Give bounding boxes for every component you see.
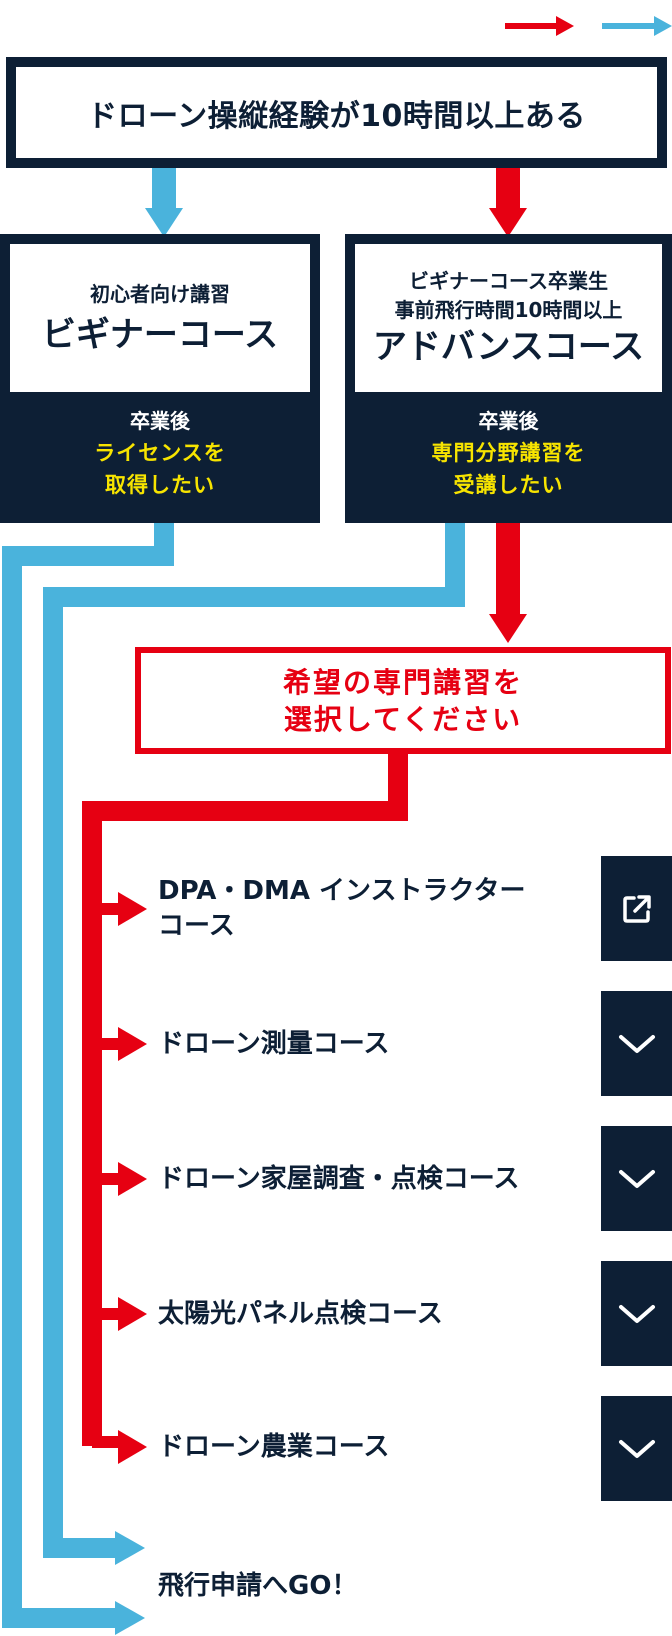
chevron-down-icon (618, 1034, 655, 1053)
beginner-wish-line2: 取得したい (105, 472, 215, 497)
course-label-solar[interactable]: 太陽光パネル点検コース (158, 1299, 443, 1329)
legend-red-arrow (505, 16, 574, 36)
course-label-dpa[interactable]: DPA・DMA インストラクター コース (158, 876, 526, 941)
blue-path-beginner (2, 520, 174, 1635)
expand-button-house[interactable] (601, 1126, 672, 1231)
expand-button-agri[interactable] (601, 1396, 672, 1501)
chevron-down-icon (618, 1439, 655, 1458)
question-box: ドローン操縦経験が10時間以上ある (6, 57, 667, 168)
chevron-down-icon (618, 1304, 655, 1323)
beginner-subtitle: 初心者向け講習 (90, 281, 230, 306)
chevron-down-icon (618, 1169, 655, 1188)
blue-arrow-to-beginner (145, 168, 183, 237)
red-arrow-to-select (489, 520, 527, 643)
select-line1: 希望の専門講習を (282, 665, 523, 699)
external-link-button[interactable] (601, 856, 672, 961)
expand-button-solar[interactable] (601, 1261, 672, 1366)
course-label-house[interactable]: ドローン家屋調査・点検コース (158, 1164, 520, 1194)
beginner-title: ビギナーコース (41, 314, 279, 355)
beginner-after-label: 卒業後 (130, 408, 190, 433)
advance-wish-line2: 受講したい (453, 472, 564, 497)
beginner-wish-line1: ライセンスを (94, 440, 226, 465)
advance-after-label: 卒業後 (478, 408, 539, 433)
advance-course-box: ビギナーコース卒業生 事前飛行時間10時間以上 アドバンスコース 卒業後 専門分… (345, 234, 672, 523)
course-label-agri[interactable]: ドローン農業コース (158, 1432, 390, 1462)
advance-subtitle-line2: 事前飛行時間10時間以上 (394, 298, 623, 322)
select-course-box: 希望の専門講習を 選択してください (135, 647, 671, 754)
red-tree (82, 754, 408, 1464)
blue-path-advance (43, 520, 465, 1565)
question-text: ドローン操縦経験が10時間以上ある (87, 98, 586, 134)
advance-subtitle-line1: ビギナーコース卒業生 (409, 269, 608, 293)
external-link-icon (622, 894, 651, 923)
red-arrow-to-advance (489, 168, 527, 237)
legend-blue-arrow (602, 16, 672, 36)
expand-button-survey[interactable] (601, 991, 672, 1096)
select-line2: 選択してください (283, 702, 523, 736)
advance-wish-line1: 専門分野講習を (431, 440, 586, 465)
advance-title: アドバンスコース (372, 327, 645, 367)
flight-application-label[interactable]: 飛行申請へGO！ (158, 1571, 358, 1601)
course-label-survey[interactable]: ドローン測量コース (158, 1029, 390, 1059)
beginner-course-box: 初心者向け講習 ビギナーコース 卒業後 ライセンスを 取得したい (0, 234, 320, 523)
